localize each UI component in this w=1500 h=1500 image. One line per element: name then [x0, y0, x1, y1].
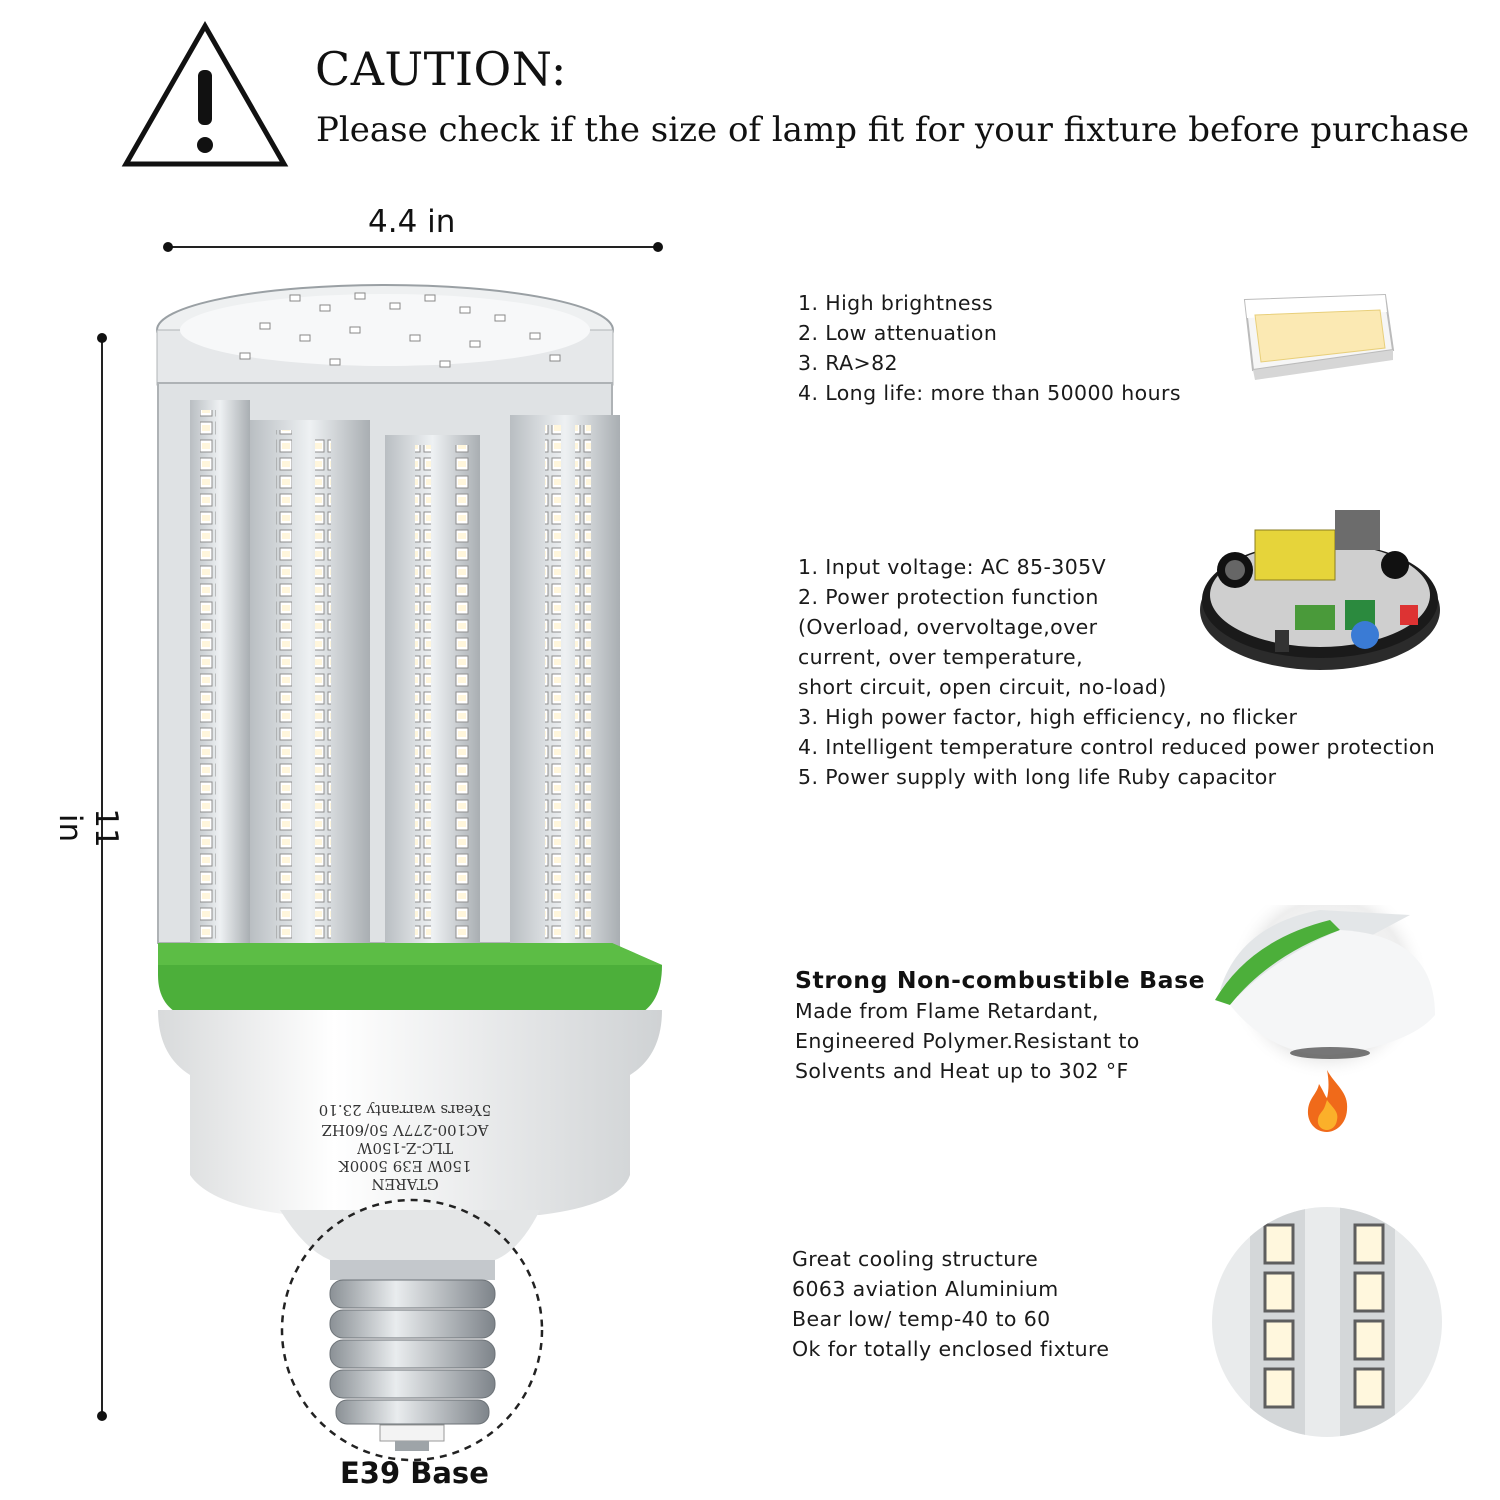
base-caption: E39 Base	[340, 1456, 489, 1490]
cooling-feature-1: Great cooling structure	[792, 1247, 1039, 1271]
bulb-label-line-3: TLC-Z-150W	[356, 1139, 453, 1157]
cooling-feature-2: 6063 aviation Aluminium	[792, 1277, 1059, 1301]
width-dimension-line	[163, 242, 663, 252]
base-feature-1: Made from Flame Retardant,	[795, 999, 1099, 1023]
led-feature-4: 4. Long life: more than 50000 hours	[798, 381, 1181, 405]
warning-triangle-icon	[121, 20, 289, 167]
caution-title: CAUTION:	[315, 42, 567, 96]
cooling-feature-4: Ok for totally enclosed fixture	[792, 1337, 1110, 1361]
cooling-feature-list: Great cooling structure 6063 aviation Al…	[792, 1244, 1109, 1364]
base-feature-2: Engineered Polymer.Resistant to	[795, 1029, 1140, 1053]
flame-icon	[1307, 1070, 1348, 1132]
bulb-label: 5Years warranty 23.10 AC100-277V 50/60HZ…	[319, 1101, 492, 1193]
bulb-label-line-2: 150W E39 5000K	[338, 1157, 472, 1175]
cooling-feature-3: Bear low/ temp-40 to 60	[792, 1307, 1051, 1331]
led-feature-3: 3. RA>82	[798, 351, 898, 375]
driver-feature-2: 2. Power protection function	[798, 585, 1099, 609]
driver-feature-list: 1. Input voltage: AC 85-305V 2. Power pr…	[798, 552, 1435, 792]
bulb-label-line-5: 5Years warranty 23.10	[319, 1101, 492, 1119]
bulb-label-line-1: GTAREN	[371, 1175, 438, 1193]
driver-feature-4: 4. Intelligent temperature control reduc…	[798, 735, 1436, 759]
led-chip-image	[1243, 293, 1395, 380]
led-feature-1: 1. High brightness	[798, 291, 994, 315]
driver-feature-2c: short circuit, open circuit, no-load)	[798, 675, 1167, 699]
driver-feature-2a: (Overload, overvoltage,over	[798, 615, 1098, 639]
height-label: 11 in	[52, 808, 124, 848]
height-dimension-line	[97, 333, 107, 1421]
base-feature-3: Solvents and Heat up to 302 °F	[795, 1059, 1129, 1083]
base-feature-block: Strong Non-combustible Base Made from Fl…	[795, 965, 1205, 1086]
caution-message: Please check if the size of lamp fit for…	[316, 110, 1470, 150]
led-feature-list: 1. High brightness 2. Low attenuation 3.…	[798, 288, 1181, 408]
base-closeup-image	[1215, 905, 1435, 1132]
corn-bulb-illustration: 5Years warranty 23.10 AC100-277V 50/60HZ…	[156, 284, 662, 1462]
base-feature-title: Strong Non-combustible Base	[795, 966, 1206, 994]
bulb-label-line-4: AC100-277V 50/60HZ	[322, 1121, 490, 1139]
led-feature-2: 2. Low attenuation	[798, 321, 998, 345]
driver-feature-3: 3. High power factor, high efficiency, n…	[798, 705, 1298, 729]
driver-feature-2b: current, over temperature,	[798, 645, 1083, 669]
width-label: 4.4 in	[368, 204, 456, 240]
cooling-closeup-image	[1212, 1207, 1442, 1437]
driver-feature-5: 5. Power supply with long life Ruby capa…	[798, 765, 1277, 789]
driver-board-image	[1200, 510, 1440, 670]
driver-feature-1: 1. Input voltage: AC 85-305V	[798, 555, 1107, 579]
